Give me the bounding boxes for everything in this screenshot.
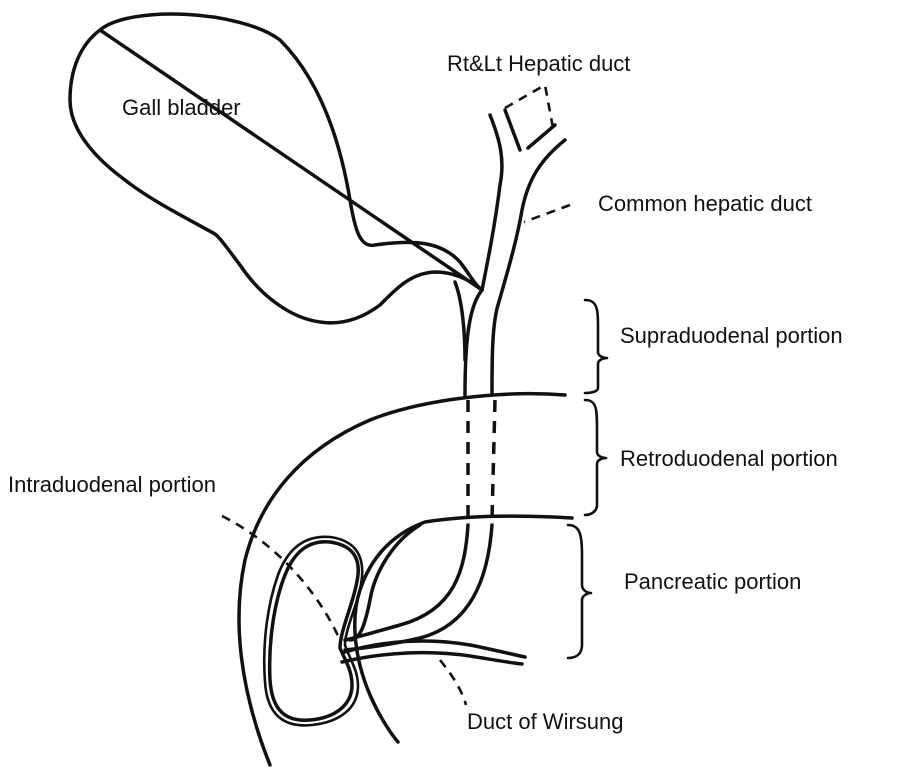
gall-bladder-label: Gall bladder: [122, 95, 241, 120]
cbd-retro-right-dashed: [492, 400, 495, 520]
retroduodenal-bracket: [585, 400, 606, 515]
duct-of-wirsung-lower: [342, 653, 522, 664]
cbd-left-wall: [465, 290, 482, 395]
pancreatic-label: Pancreatic portion: [624, 569, 801, 594]
ampulla-inner-ring: [264, 537, 362, 726]
common-hepatic-leader: [524, 205, 570, 222]
intraduodenal-label: Intraduodenal portion: [8, 472, 216, 497]
cbd-pancreatic-right: [345, 525, 492, 650]
retroduodenal-label: Retroduodenal portion: [620, 446, 838, 471]
cbd-right-wall: [492, 305, 498, 395]
hepatic-branch-2: [528, 125, 555, 148]
common-hepatic-label: Common hepatic duct: [598, 191, 812, 216]
common-hepatic-duct-left-wall: [482, 115, 502, 290]
hepatic-duct-dashed: [505, 85, 553, 128]
gall-bladder-outline: [70, 14, 482, 323]
supraduodenal-bracket: [585, 300, 607, 393]
cystic-duct: [455, 282, 465, 360]
common-hepatic-duct-right-wall: [498, 140, 565, 305]
wirsung-label: Duct of Wirsung: [467, 709, 624, 734]
ampulla-outer-ring: [270, 542, 359, 720]
supraduodenal-label: Supraduodenal portion: [620, 323, 843, 348]
pancreatic-bracket: [568, 525, 591, 658]
wirsung-leader: [440, 660, 466, 705]
hepatic-ducts-label: Rt&Lt Hepatic duct: [447, 51, 630, 76]
hepatic-branch: [505, 110, 520, 150]
